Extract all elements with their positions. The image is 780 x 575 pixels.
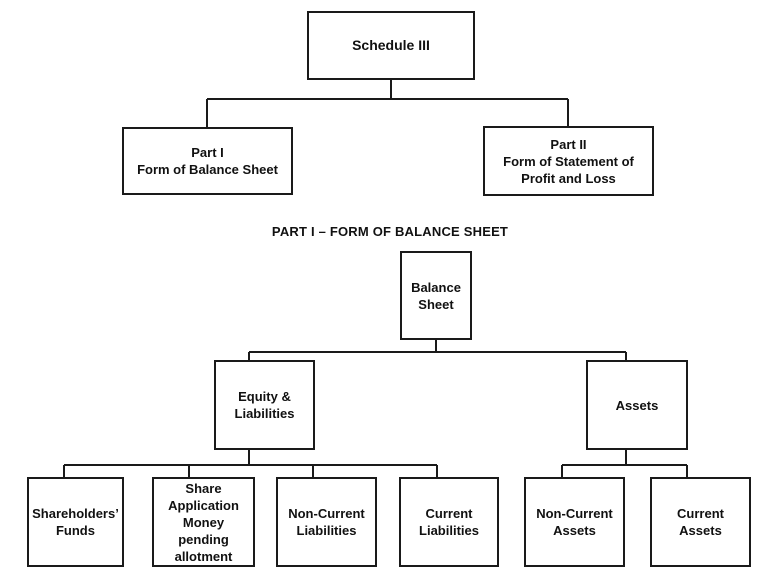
non-current-liabilities-label: Non-Current Liabilities <box>288 506 365 538</box>
shareholders-funds-label: Shareholders’ Funds <box>32 506 119 538</box>
current-assets-label: Current Assets <box>677 506 724 538</box>
schedule-iii-label: Schedule III <box>352 37 430 53</box>
part-i-label: Part I Form of Balance Sheet <box>137 145 278 177</box>
part-ii-label: Part II Form of Statement of Profit and … <box>503 136 634 186</box>
non-current-assets-box: Non-Current Assets <box>524 477 625 567</box>
non-current-assets-label: Non-Current Assets <box>536 506 613 538</box>
section-heading: PART I – FORM OF BALANCE SHEET <box>271 224 509 239</box>
current-assets-box: Current Assets <box>650 477 751 567</box>
part-i-box: Part I Form of Balance Sheet <box>122 127 293 195</box>
balance-sheet-label: Balance Sheet <box>411 279 461 312</box>
balance-sheet-box: Balance Sheet <box>400 251 472 340</box>
share-application-label: Share Application Money pending allotmen… <box>168 480 239 564</box>
schedule-iii-box: Schedule III <box>307 11 475 80</box>
non-current-liabilities-box: Non-Current Liabilities <box>276 477 377 567</box>
equity-liabilities-box: Equity & Liabilities <box>214 360 315 450</box>
current-liabilities-label: Current Liabilities <box>419 506 479 538</box>
assets-label: Assets <box>615 397 659 413</box>
equity-liabilities-label: Equity & Liabilities <box>234 389 295 421</box>
shareholders-funds-box: Shareholders’ Funds <box>27 477 124 567</box>
assets-box: Assets <box>586 360 688 450</box>
part-ii-box: Part II Form of Statement of Profit and … <box>483 126 654 196</box>
share-application-box: Share Application Money pending allotmen… <box>152 477 255 567</box>
current-liabilities-box: Current Liabilities <box>399 477 499 567</box>
